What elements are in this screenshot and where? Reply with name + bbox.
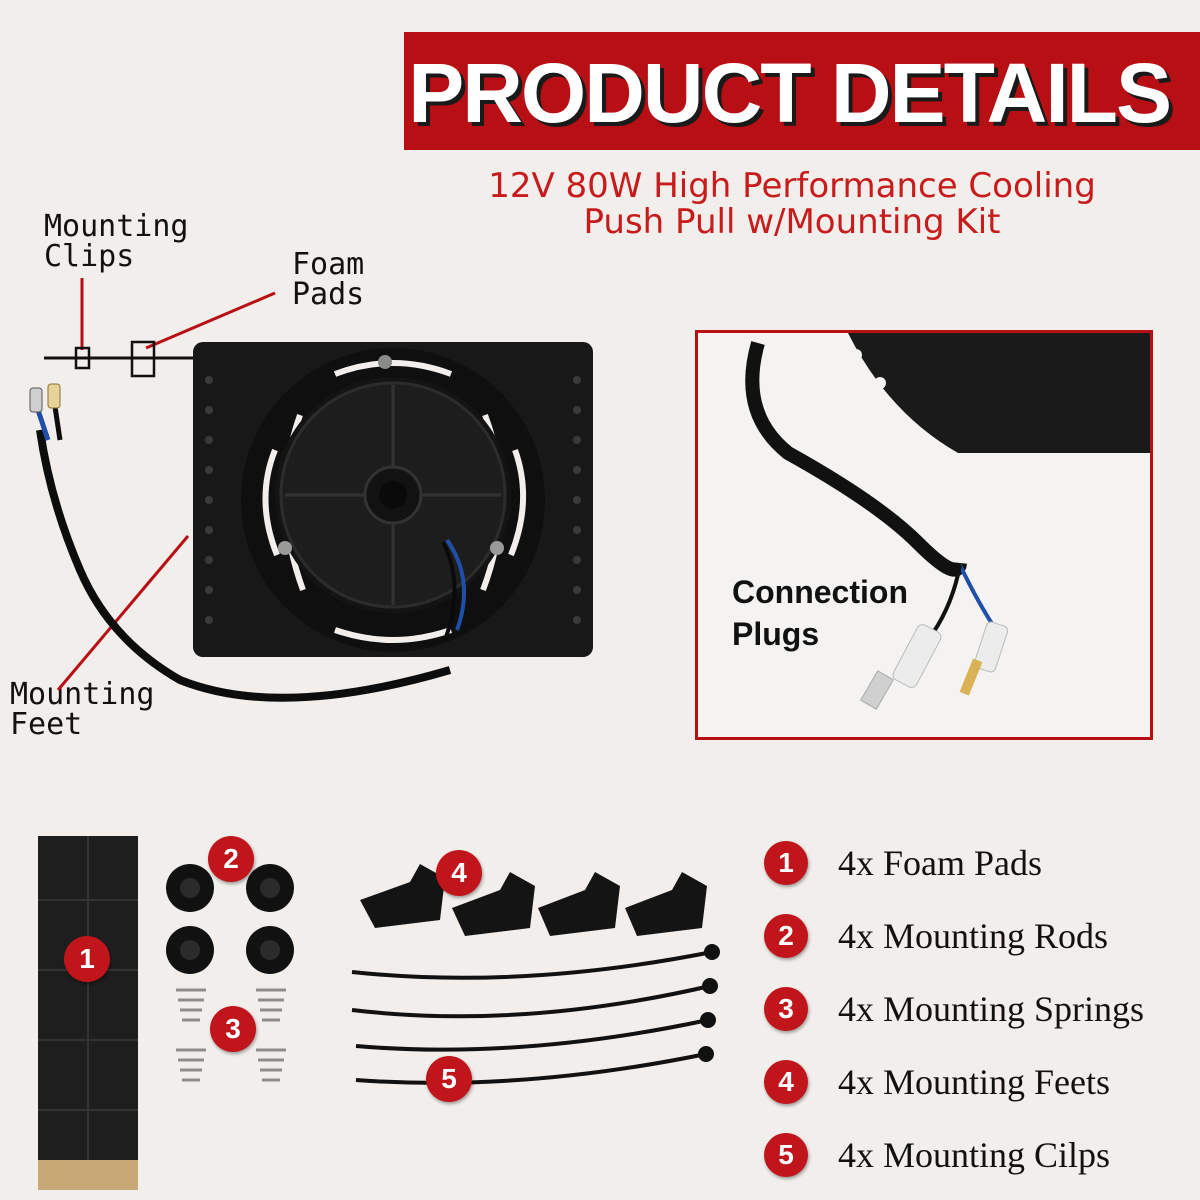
callout-mounting-feet-line2: Feet: [10, 707, 83, 742]
legend-item: 1 4x Foam Pads: [764, 826, 1184, 899]
subtitle-line-2: Push Pull w/Mounting Kit: [583, 202, 1001, 242]
mounting-springs: [176, 988, 286, 1082]
mounting-kit-image: [38, 836, 720, 1190]
parts-legend: 1 4x Foam Pads 2 4x Mounting Rods 3 4x M…: [764, 826, 1184, 1191]
callout-foam-pads-line2: Pads: [292, 277, 365, 312]
legend-item: 2 4x Mounting Rods: [764, 899, 1184, 972]
fan-power-wire: [29, 383, 452, 702]
kit-badge-1: 1: [64, 936, 110, 982]
subtitle-line-1: 12V 80W High Performance Cooling: [488, 166, 1096, 206]
callout-mounting-clips-line2: Clips: [44, 239, 135, 274]
callout-mounting-clips: Mounting Clips: [44, 212, 189, 272]
kit-badge-3: 3: [210, 1006, 256, 1052]
product-subtitle: 12V 80W High Performance Cooling Push Pu…: [432, 168, 1152, 240]
connection-plugs-inset: Connection Plugs: [695, 330, 1153, 740]
legend-number: 4: [764, 1059, 808, 1104]
mounting-clips-ties: [351, 944, 720, 1085]
kit-badge-4: 4: [436, 850, 482, 896]
connection-plugs-label-line2: Plugs: [732, 616, 820, 652]
legend-text: 4x Mounting Springs: [838, 988, 1145, 1029]
legend-text: 4x Mounting Rods: [838, 915, 1109, 956]
callout-foam-pads-line1: Foam: [292, 247, 365, 282]
legend-item: 3 4x Mounting Springs: [764, 972, 1184, 1045]
legend-number: 1: [764, 840, 808, 885]
callout-foam-pads: Foam Pads: [292, 250, 364, 310]
cooling-fan-image: [193, 342, 593, 657]
page-title: PRODUCT DETAILS: [408, 46, 1172, 140]
callout-mounting-clips-line1: Mounting: [44, 209, 189, 244]
legend-number: 5: [764, 1132, 808, 1177]
legend-text: 4x Mounting Feets: [838, 1061, 1111, 1102]
connection-plugs-label: Connection Plugs: [732, 571, 908, 655]
legend-text: 4x Mounting Cilps: [838, 1134, 1111, 1175]
mounting-feet: [360, 864, 707, 936]
kit-badge-2: 2: [208, 836, 254, 882]
callout-mounting-feet: Mounting Feet: [10, 680, 155, 740]
mounting-rods: [166, 864, 294, 974]
connection-plug-image: [745, 333, 1150, 710]
legend-text: 4x Foam Pads: [838, 842, 1043, 883]
connection-plugs-label-line1: Connection: [732, 574, 908, 610]
kit-badge-5: 5: [426, 1056, 472, 1102]
legend-number: 3: [764, 986, 808, 1031]
header-banner: PRODUCT DETAILS: [404, 32, 1200, 150]
legend-item: 5 4x Mounting Cilps: [764, 1118, 1184, 1191]
legend-number: 2: [764, 913, 808, 958]
callout-mounting-feet-line1: Mounting: [10, 677, 155, 712]
foam-pad-sheet: [38, 836, 138, 1190]
legend-item: 4 4x Mounting Feets: [764, 1045, 1184, 1118]
